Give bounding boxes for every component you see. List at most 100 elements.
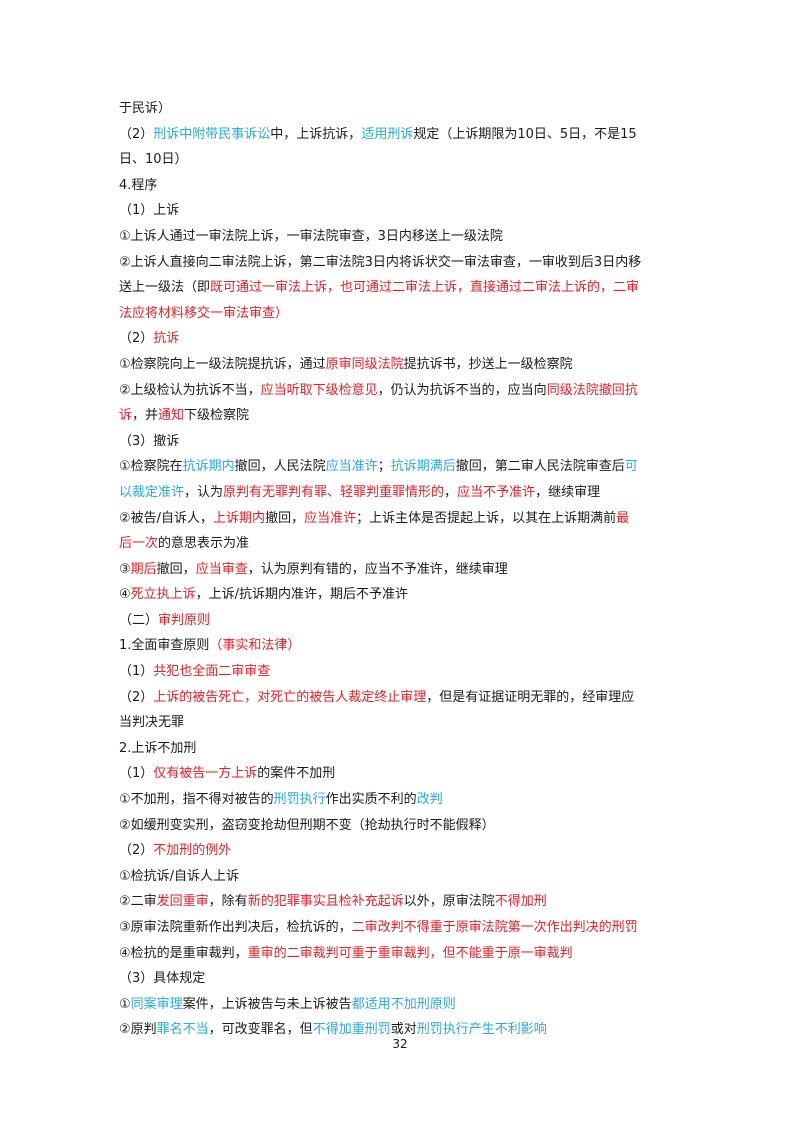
body-text: 撤回，人民法院 bbox=[234, 459, 326, 475]
body-text: ，继续审理 bbox=[535, 484, 601, 500]
text-line: 当判决无罪 bbox=[119, 710, 693, 736]
body-text: ，可改变罪名，但 bbox=[208, 1022, 313, 1038]
highlighted-text: 上诉的被告死亡，对死亡的被告人裁定终止审理 bbox=[153, 689, 427, 705]
highlighted-text: 不加刑的例外 bbox=[153, 843, 232, 859]
text-line: ①检察院向上一级法院提抗诉，通过原审同级法院提抗诉书，抄送上一级检察院 bbox=[119, 352, 693, 378]
text-line: 4.程序 bbox=[119, 173, 693, 199]
text-line: 送上一级法（即既可通过一审法上诉，也可通过二审法上诉，直接通过二审法上诉的，二审 bbox=[119, 275, 693, 301]
body-text: 中，上诉抗诉， bbox=[270, 126, 362, 142]
body-text: 以外，原审法院 bbox=[403, 894, 495, 910]
body-text: 日、10日） bbox=[119, 152, 188, 168]
body-text: ① bbox=[119, 996, 131, 1012]
body-text: （3）具体规定 bbox=[119, 971, 206, 987]
body-text: 撤回， bbox=[265, 510, 305, 526]
text-line: 于民诉） bbox=[119, 96, 693, 122]
highlighted-text: 应当不予准许 bbox=[457, 484, 536, 500]
highlighted-text: 通知 bbox=[158, 408, 185, 424]
body-text: 案件，上诉被告与未上诉被告 bbox=[182, 996, 352, 1012]
highlighted-text: 最 bbox=[616, 510, 630, 526]
text-line: （3）具体规定 bbox=[119, 966, 693, 992]
body-text: 规定（上诉期限为10日、5日，不是15 bbox=[413, 126, 637, 142]
body-text: ②二审 bbox=[119, 894, 157, 910]
body-text: ③ bbox=[119, 561, 131, 577]
body-text: 作出实质不利的 bbox=[325, 792, 417, 808]
text-line: ①上诉人通过一审法院上诉，一审法院审查，3日内移送上一级法院 bbox=[119, 224, 693, 250]
highlighted-text: 应当准许 bbox=[325, 459, 378, 475]
highlighted-text: 不得加重刑罚 bbox=[312, 1022, 391, 1038]
body-text: ； bbox=[377, 459, 391, 475]
text-line: ②原判罪名不当，可改变罪名，但不得加重刑罚或对刑罚执行产生不利影响 bbox=[119, 1017, 693, 1043]
highlighted-text: 刑罚执行 bbox=[273, 792, 326, 808]
highlighted-text: 应当听取下级检意见 bbox=[260, 382, 378, 398]
text-line: ②被告/自诉人，上诉期内撤回，应当准许；上诉主体是否提起上诉，以其在上诉期满前最 bbox=[119, 506, 693, 532]
highlighted-text: 抗诉期满后 bbox=[390, 459, 456, 475]
highlighted-text: 共犯也全面二审审查 bbox=[153, 664, 271, 680]
body-text: ②原判 bbox=[119, 1022, 157, 1038]
text-line: 诉，并通知下级检察院 bbox=[119, 403, 693, 429]
body-text: 当判决无罪 bbox=[119, 715, 185, 731]
text-line: 1.全面审查原则（事实和法律） bbox=[119, 633, 693, 659]
body-text: ，仍认为抗诉不当的，应当向 bbox=[377, 382, 547, 398]
body-text: 送上一级法（即 bbox=[119, 280, 211, 296]
highlighted-text: 抗诉期内 bbox=[182, 459, 235, 475]
text-line: （1）上诉 bbox=[119, 198, 693, 224]
body-text: 或对 bbox=[390, 1022, 417, 1038]
body-text: ，并 bbox=[132, 408, 159, 424]
text-line: ①同案审理案件，上诉被告与未上诉被告都适用不加刑原则 bbox=[119, 992, 693, 1018]
highlighted-text: 原判有无罪判有罪、轻罪判重罪情形的 bbox=[223, 484, 445, 500]
body-text: ②被告/自诉人， bbox=[119, 510, 214, 526]
text-line: 以裁定准许，认为原判有无罪判有罪、轻罪判重罪情形的，应当不予准许，继续审理 bbox=[119, 480, 693, 506]
body-text: 于民诉） bbox=[119, 101, 172, 116]
body-text: ①检察院向上一级法院提抗诉，通过 bbox=[119, 356, 326, 372]
text-line: ②如缓刑变实刑，盗窃变抢劫但刑期不变（抢劫执行时不能假释） bbox=[119, 813, 693, 839]
body-text: ①检抗诉/自诉人上诉 bbox=[119, 868, 240, 884]
highlighted-text: 新的犯罪事实且检补充起诉 bbox=[247, 894, 404, 910]
text-line: ①检察院在抗诉期内撤回，人民法院应当准许；抗诉期满后撤回，第二审人民法院审查后可 bbox=[119, 454, 693, 480]
highlighted-text: 法应将材料移交一审法审查） bbox=[119, 305, 289, 321]
highlighted-text: 发回重审 bbox=[156, 894, 209, 910]
body-text: ，除有 bbox=[208, 894, 248, 910]
text-line: （2）抗诉 bbox=[119, 326, 693, 352]
highlighted-text: 应当审查 bbox=[195, 561, 248, 577]
body-text: ， bbox=[444, 484, 458, 500]
text-line: （1）仅有被告一方上诉的案件不加刑 bbox=[119, 761, 693, 787]
body-text: ，认为 bbox=[184, 484, 224, 500]
text-line: 法应将材料移交一审法审查） bbox=[119, 301, 693, 327]
body-text: 撤回， bbox=[156, 561, 196, 577]
body-text: 撤回，第二审人民法院审查后 bbox=[455, 459, 625, 475]
text-line: （2）上诉的被告死亡，对死亡的被告人裁定终止审理，但是有证据证明无罪的，经审理应 bbox=[119, 685, 693, 711]
highlighted-text: 罪名不当 bbox=[156, 1022, 209, 1038]
highlighted-text: 既可通过一审法上诉，也可通过二审法上诉，直接通过二审法上诉的，二审 bbox=[210, 280, 640, 296]
highlighted-text: 上诉期内 bbox=[213, 510, 266, 526]
highlighted-text: 以裁定准许 bbox=[119, 484, 185, 500]
text-line: （2）刑诉中附带民事诉讼中，上诉抗诉，适用刑诉规定（上诉期限为10日、5日，不是… bbox=[119, 122, 693, 148]
body-text: ①上诉人通过一审法院上诉，一审法院审查，3日内移送上一级法院 bbox=[119, 228, 503, 244]
body-text: 1.全面审查原则 bbox=[119, 638, 210, 654]
text-line: ①不加刑，指不得对被告的刑罚执行作出实质不利的改判 bbox=[119, 787, 693, 813]
highlighted-text: 期后 bbox=[130, 561, 157, 577]
highlighted-text: 刑诉中附带民事诉讼 bbox=[153, 126, 271, 142]
text-line: （1）共犯也全面二审审查 bbox=[119, 659, 693, 685]
body-text: （2） bbox=[119, 843, 154, 859]
highlighted-text: 后一次 bbox=[119, 536, 159, 552]
highlighted-text: 适用刑诉 bbox=[361, 126, 414, 142]
body-text: 的案件不加刑 bbox=[257, 766, 336, 782]
highlighted-text: 同案审理 bbox=[130, 996, 183, 1012]
body-text: 4.程序 bbox=[119, 177, 158, 193]
text-line: 日、10日） bbox=[119, 147, 693, 173]
highlighted-text: （事实和法律） bbox=[209, 638, 301, 654]
highlighted-text: 诉 bbox=[119, 408, 133, 424]
text-line: ②上级检认为抗诉不当，应当听取下级检意见，仍认为抗诉不当的，应当向同级法院撤回抗 bbox=[119, 378, 693, 404]
body-text: 2.上诉不加刑 bbox=[119, 740, 197, 756]
highlighted-text: 刑罚执行产生不利影响 bbox=[416, 1022, 547, 1038]
body-text: （二） bbox=[119, 612, 159, 628]
highlighted-text: 改判 bbox=[416, 792, 443, 808]
text-line: ④死立执上诉，上诉/抗诉期内准许，期后不予准许 bbox=[119, 582, 693, 608]
highlighted-text: 原审同级法院 bbox=[325, 356, 404, 372]
text-line: ①检抗诉/自诉人上诉 bbox=[119, 864, 693, 890]
body-text: ②上级检认为抗诉不当， bbox=[119, 382, 261, 398]
body-text: （1）上诉 bbox=[119, 203, 180, 219]
body-text: ①检察院在 bbox=[119, 459, 183, 475]
highlighted-text: 同级法院撤回抗 bbox=[546, 382, 638, 398]
